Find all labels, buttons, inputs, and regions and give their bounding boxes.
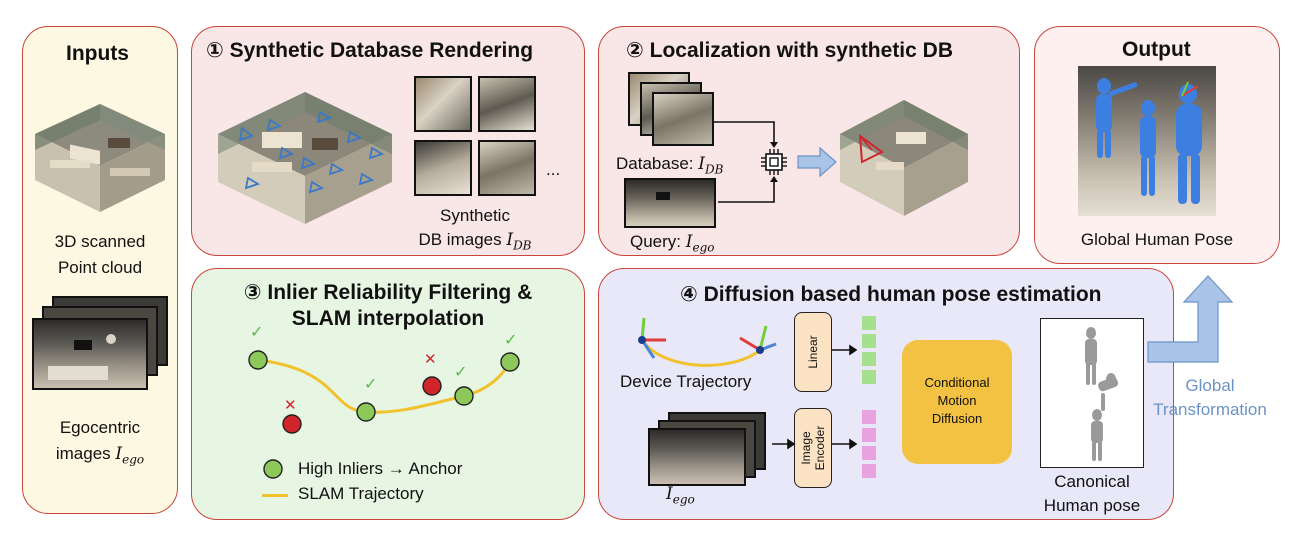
linear-feature-3 <box>862 352 876 366</box>
cmd-line2: Motion <box>937 393 977 408</box>
rendered-room-with-cameras <box>218 92 392 224</box>
db-thumb-2 <box>478 76 536 132</box>
cross-mark-2: ✕ <box>424 351 437 368</box>
linear-layer-box: Linear <box>794 312 832 392</box>
cpu-chip-icon <box>761 149 787 175</box>
device-trajectory-label: Device Trajectory <box>620 372 752 391</box>
canonical-pose-figures <box>1085 327 1119 461</box>
db-label-line2: DB images IDB <box>418 230 532 253</box>
global-transform-line2: Transformation <box>1153 400 1267 419</box>
step3-title-text: Inlier Reliability Filtering & <box>267 281 533 304</box>
step4-ego-image-front <box>648 428 746 486</box>
step2-title: ② Localization with synthetic DB <box>626 38 953 63</box>
db-thumb-1 <box>414 76 472 132</box>
slam-trajectory-plot <box>248 350 520 434</box>
linear-feature-2 <box>862 334 876 348</box>
localization-connectors <box>714 121 778 203</box>
scanned-room-image <box>35 104 165 212</box>
human-mesh-figures <box>1096 78 1202 204</box>
anchor-point-2 <box>356 402 376 422</box>
check-mark-3: ✓ <box>454 364 468 381</box>
step2-title-text: Localization with synthetic DB <box>649 39 953 62</box>
cmd-line3: Diffusion <box>931 411 983 426</box>
step2-number: ② <box>626 39 644 62</box>
database-label: Database: IDB <box>616 154 724 177</box>
check-mark-4: ✓ <box>504 332 518 349</box>
legend-anchor-swatch <box>263 459 283 479</box>
image-feature-3 <box>862 446 876 460</box>
query-label: Query: Iego <box>630 232 715 255</box>
check-mark-2: ✓ <box>364 376 378 393</box>
check-mark-1: ✓ <box>250 324 264 341</box>
canonical-label-line2: Human pose <box>1043 496 1141 515</box>
anchor-point-3 <box>454 386 474 406</box>
db-ellipsis: ... <box>546 160 561 179</box>
anchor-point-1 <box>248 350 268 370</box>
step4-title: ④ Diffusion based human pose estimation <box>680 282 1102 307</box>
step1-title-text: Synthetic Database Rendering <box>229 39 534 62</box>
db-thumb-3 <box>414 140 472 196</box>
step4-ego-label: Iego <box>666 484 695 507</box>
step4-number: ④ <box>680 283 698 306</box>
step4-feature-arrows <box>772 344 858 450</box>
device-trajectory-plot <box>638 317 777 367</box>
anchor-point-4 <box>500 352 520 372</box>
image-feature-4 <box>862 464 876 478</box>
canonical-pose-frame <box>1040 318 1144 468</box>
ego-label-line2: images Iego <box>55 444 145 467</box>
step1-title: ① Synthetic Database Rendering <box>206 38 533 63</box>
global-transform-line1: Global <box>1185 376 1235 395</box>
legend-trajectory-swatch <box>262 494 288 497</box>
global-pose-image <box>1078 66 1216 216</box>
cross-mark-1: ✕ <box>284 397 297 414</box>
inputs-title: Inputs <box>66 42 129 65</box>
ego-image-front <box>32 318 148 390</box>
image-feature-1 <box>862 410 876 424</box>
output-title: Output <box>1122 38 1191 61</box>
localize-arrow-icon <box>797 146 837 178</box>
scan-label-line2: Point cloud <box>57 258 143 277</box>
outlier-point-2 <box>422 376 442 396</box>
query-image <box>624 178 716 228</box>
database-image-front <box>652 92 714 146</box>
legend-trajectory-label: SLAM Trajectory <box>298 484 424 503</box>
linear-feature-1 <box>862 316 876 330</box>
step3-title-line2: SLAM interpolation <box>291 307 485 330</box>
cmd-line1: Conditional <box>924 375 990 390</box>
db-thumb-4 <box>478 140 536 196</box>
localized-room-image <box>840 100 968 216</box>
linear-feature-4 <box>862 370 876 384</box>
global-transform-arrow-icon <box>1147 275 1234 363</box>
outlier-point-1 <box>282 414 302 434</box>
scan-label-line1: 3D scanned <box>54 232 146 251</box>
step1-number: ① <box>206 39 224 62</box>
step4-title-text: Diffusion based human pose estimation <box>703 283 1102 306</box>
conditional-motion-diffusion-box: Conditional Motion Diffusion <box>902 340 1012 464</box>
db-label-line1: Synthetic <box>440 206 510 225</box>
step3-number: ③ <box>243 281 262 304</box>
ego-label-line1: Egocentric <box>59 418 141 437</box>
canonical-label-line1: Canonical <box>1054 472 1130 491</box>
output-label: Global Human Pose <box>1080 230 1234 249</box>
step3-panel <box>191 268 585 520</box>
image-feature-2 <box>862 428 876 442</box>
legend-anchor-label: High Inliers → Anchor <box>298 459 463 478</box>
step3-title-line1: ③ Inlier Reliability Filtering & <box>191 280 585 306</box>
